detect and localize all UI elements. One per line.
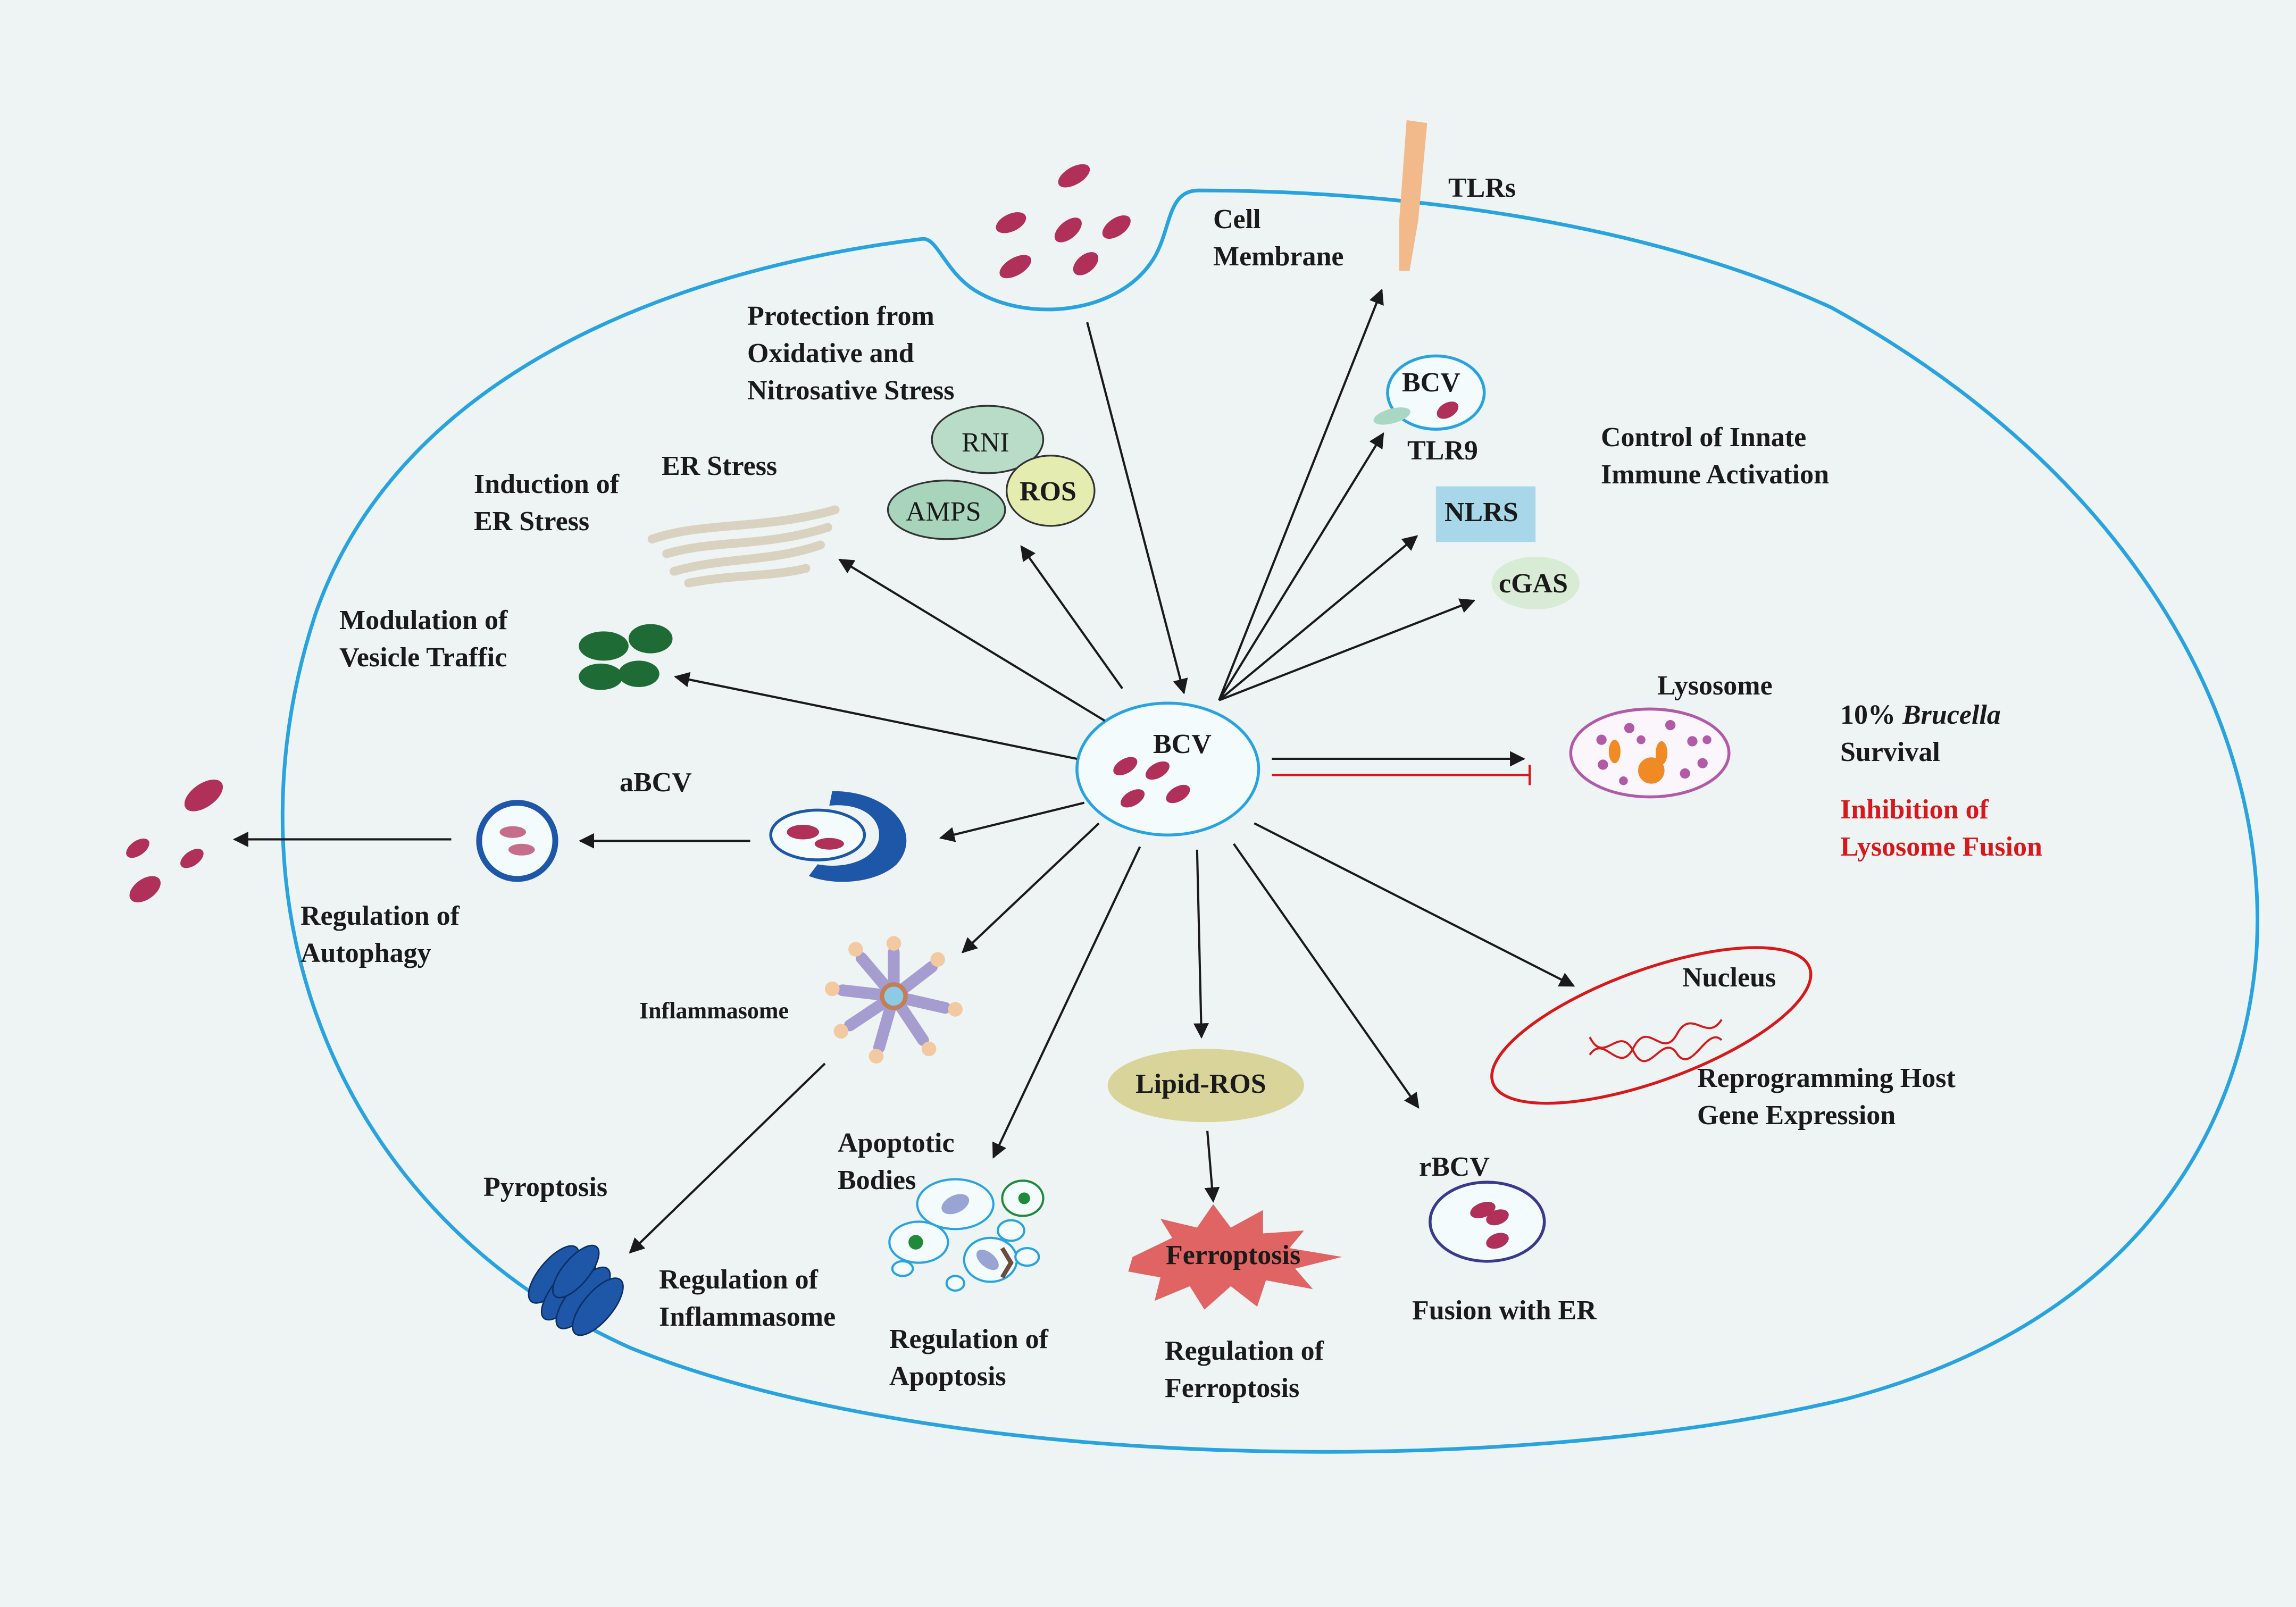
arrow-bcv-to-er-stress — [838, 558, 1106, 722]
amps-blob — [887, 479, 1006, 540]
ros-label: ROS — [1020, 476, 1076, 507]
regulation-inflammasome-label: Regulation of Inflammasome — [659, 1265, 836, 1332]
protection-label: Protection from Oxidative and Nitrosativ… — [747, 301, 955, 406]
regulation-autophagy-label: Regulation of Autophagy — [300, 901, 460, 968]
lysosome-enzymes — [1608, 740, 1668, 784]
lysosome-label: Lysosome — [1657, 671, 1773, 701]
inflammasome-label: Inflammasome — [639, 998, 789, 1024]
pyroptosis-label: Pyroptosis — [483, 1172, 608, 1202]
nucleus-icon — [1490, 946, 1813, 1105]
arrow-bcv-to-apoptosis — [992, 846, 1141, 1159]
arrow-bcv-to-lipid-ros — [1193, 849, 1209, 1039]
autolysosome-vesicle — [476, 800, 558, 882]
inhibition-label: Inhibition of Lysosome Fusion — [1840, 794, 2042, 862]
arrow-bcv-to-nlrs — [1218, 535, 1418, 701]
induction-er-label: Induction of ER Stress — [474, 469, 620, 537]
survival-label: 10% Brucella Survival — [1840, 700, 2001, 767]
arrow-bcv-to-tlrs — [1218, 288, 1384, 701]
nlrs-box — [1435, 486, 1536, 542]
modulation-vesicle-label: Modulation of Vesicle Traffic — [339, 605, 508, 673]
bacteria-icon — [996, 164, 1131, 279]
tlr9-label: TLR9 — [1407, 436, 1478, 466]
abcv-bacteria-icon — [787, 824, 844, 850]
arrow-bcv-to-tlr9 — [1218, 432, 1384, 701]
bcv-tlr9-bacteria-icon — [1437, 401, 1459, 419]
arrow-bcv-to-inflammasome — [961, 822, 1100, 953]
ferroptosis-label: Ferroptosis — [1166, 1240, 1301, 1270]
lipid-ros-blob — [1107, 1049, 1304, 1123]
autolysosome-bacteria-icon — [499, 826, 535, 856]
rbcv-label: rBCV — [1419, 1152, 1490, 1182]
ros-blob — [1005, 455, 1096, 527]
arrow-inflammasome-to-pyroptosis — [629, 1062, 826, 1254]
apoptotic-bodies-contents — [908, 1192, 1030, 1279]
nucleus-dna-icon — [1589, 1019, 1723, 1062]
vesicle-cluster-icon — [579, 624, 673, 690]
cell-membrane-outline — [280, 188, 2259, 1454]
arrow-bcv-to-vesicle — [674, 672, 1078, 760]
pathway-arrows — [232, 288, 1575, 1254]
apoptotic-bodies-label: Apoptotic Bodies — [838, 1128, 955, 1195]
arrow-entry-to-bcv — [1086, 322, 1188, 694]
bcv-center-bacteria-icon — [1113, 757, 1190, 808]
arrow-bcv-to-ros — [1020, 545, 1123, 689]
regulation-ferroptosis-label: Regulation of Ferroptosis — [1165, 1336, 1324, 1403]
cgas-label: cGAS — [1499, 568, 1568, 599]
rni-label: RNI — [962, 428, 1009, 458]
phagophore-crescent-icon — [808, 791, 907, 882]
tlrs-label: TLRs — [1448, 173, 1516, 203]
cgas-blob — [1491, 556, 1580, 609]
lipid-ros-label: Lipid-ROS — [1136, 1069, 1266, 1099]
er-stress-icon — [647, 505, 840, 588]
arrow-bcv-to-cgas — [1218, 598, 1476, 701]
rni-blob — [931, 405, 1045, 474]
gasdermin-pore-icon — [528, 1244, 624, 1336]
tlr-receptor-icon — [1399, 120, 1427, 271]
released-bacteria-icon — [126, 780, 223, 902]
control-innate-label: Control of Innate Immune Activation — [1601, 422, 1829, 490]
amps-label: AMPS — [906, 497, 981, 527]
bcv-center-label: BCV — [1153, 729, 1212, 759]
bcv-top-label: BCV — [1402, 367, 1460, 398]
cell-membrane-label: Cell Membrane — [1213, 204, 1344, 272]
lysosome-icon — [1569, 707, 1731, 799]
er-stress-label: ER Stress — [662, 451, 778, 481]
abcv-label: aBCV — [620, 767, 692, 798]
fusion-er-label: Fusion with ER — [1412, 1295, 1597, 1326]
bcv-tlr9-vacuole — [1386, 354, 1486, 431]
reprogramming-label: Reprogramming Host Gene Expression — [1697, 1063, 1956, 1131]
arrow-bcv-to-rbcv — [1232, 843, 1420, 1109]
lysosome-contents — [1596, 719, 1711, 785]
nucleus-label: Nucleus — [1682, 962, 1776, 993]
rbcv-bacteria-icon — [1470, 1201, 1509, 1249]
arrow-lipid-ros-to-ferroptosis — [1204, 1131, 1220, 1203]
inhibition-line — [1272, 764, 1531, 785]
tlr9-icon — [1373, 407, 1410, 425]
regulation-apoptosis-label: Regulation of Apoptosis — [889, 1324, 1048, 1392]
inflammasome-icon — [825, 936, 963, 1064]
arrow-bcv-to-abcv — [939, 801, 1085, 842]
arrow-bcv-to-nucleus — [1254, 822, 1575, 987]
ferroptosis-burst-icon — [1128, 1204, 1342, 1310]
nlrs-label: NLRS — [1445, 497, 1518, 528]
